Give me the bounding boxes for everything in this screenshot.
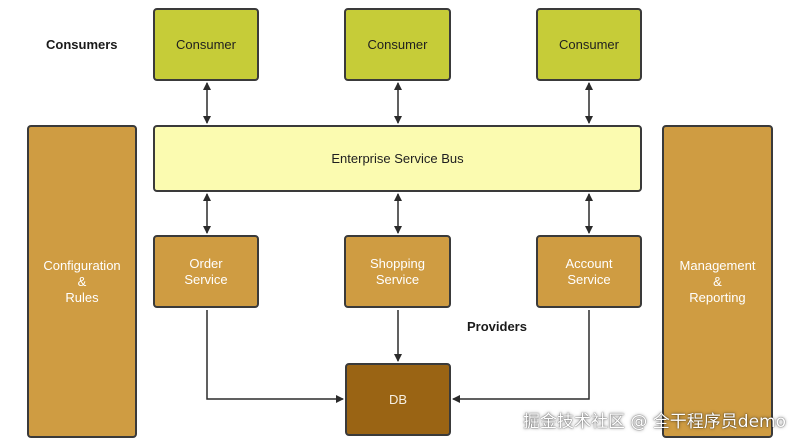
consumer-box-3: Consumer xyxy=(536,8,642,81)
order-service-box: Order Service xyxy=(153,235,259,308)
enterprise-service-bus: Enterprise Service Bus xyxy=(153,125,642,192)
service-line: Service xyxy=(184,271,228,287)
panel-line: Reporting xyxy=(689,289,746,305)
service-line: Order xyxy=(189,255,223,271)
arrow-account-db xyxy=(452,310,590,403)
panel-line: & xyxy=(713,273,722,289)
service-line: Service xyxy=(567,271,611,287)
consumer-label: Consumer xyxy=(367,36,428,52)
configuration-rules-panel: Configuration & Rules xyxy=(27,125,137,438)
providers-label: Providers xyxy=(467,319,527,334)
service-line: Shopping xyxy=(370,255,425,271)
panel-line: Configuration xyxy=(43,257,121,273)
consumer-box-2: Consumer xyxy=(344,8,451,81)
consumer-box-1: Consumer xyxy=(153,8,259,81)
db-label: DB xyxy=(388,391,408,407)
panel-line: Rules xyxy=(65,289,99,305)
consumers-label: Consumers xyxy=(46,37,118,52)
consumer-label: Consumer xyxy=(176,36,236,52)
shopping-service-box: Shopping Service xyxy=(344,235,451,308)
consumer-label: Consumer xyxy=(559,36,619,52)
watermark-text: 掘金技术社区 @ 全干程序员demo xyxy=(522,412,786,432)
arrow-order-db xyxy=(206,310,344,403)
esb-label: Enterprise Service Bus xyxy=(331,150,464,166)
service-line: Service xyxy=(375,271,420,287)
panel-line: Management xyxy=(679,257,756,273)
management-reporting-panel: Management & Reporting xyxy=(662,125,773,438)
account-service-box: Account Service xyxy=(536,235,642,308)
service-line: Account xyxy=(565,255,613,271)
db-box: DB xyxy=(345,363,451,436)
panel-line: & xyxy=(77,273,87,289)
